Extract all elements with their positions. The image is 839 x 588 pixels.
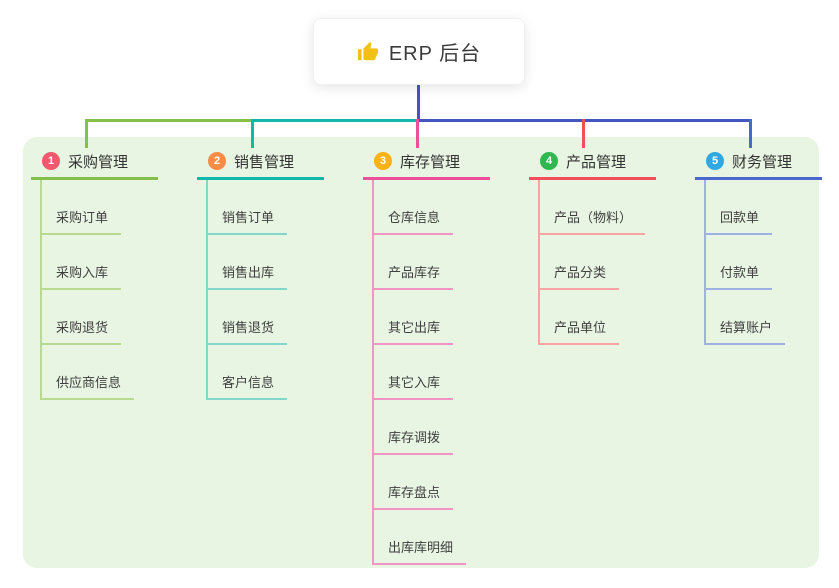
child-node[interactable]: 产品分类: [540, 235, 645, 290]
branch-header[interactable]: 2 销售管理: [197, 148, 324, 180]
branch-label: 产品管理: [566, 153, 627, 171]
branch-sales-management: 2 销售管理 销售订单 销售出库 销售退货 客户信息: [197, 148, 324, 400]
child-label: 销售订单: [208, 207, 288, 235]
child-node[interactable]: 销售出库: [208, 235, 288, 290]
child-label: 供应商信息: [42, 372, 135, 400]
branch-number-badge: 3: [374, 152, 392, 170]
child-label: 产品（物料）: [540, 207, 646, 235]
connector-drop-branch-2: [251, 119, 254, 148]
child-node[interactable]: 采购退货: [42, 290, 134, 345]
child-label: 仓库信息: [374, 207, 454, 235]
connector-drop-branch-1: [85, 119, 88, 148]
child-label: 产品分类: [540, 262, 620, 290]
connector-drop-branch-3: [416, 119, 419, 148]
child-label: 付款单: [706, 262, 773, 290]
connector-drop-branch-4: [582, 119, 585, 148]
child-node[interactable]: 客户信息: [208, 345, 288, 400]
child-node[interactable]: 出库库明细: [374, 510, 467, 565]
mindmap-panel: [23, 137, 819, 568]
child-label: 结算账户: [706, 317, 786, 345]
branch-children: 销售订单 销售出库 销售退货 客户信息: [206, 180, 288, 400]
branch-label: 采购管理: [68, 153, 129, 171]
child-node[interactable]: 产品单位: [540, 290, 645, 345]
branch-children: 产品（物料） 产品分类 产品单位: [538, 180, 646, 345]
child-label: 客户信息: [208, 372, 288, 400]
branch-number-badge: 4: [540, 152, 558, 170]
child-label: 采购入库: [42, 262, 122, 290]
child-label: 采购退货: [42, 317, 122, 345]
branch-number-badge: 1: [42, 152, 60, 170]
branch-header[interactable]: 5 财务管理: [695, 148, 822, 180]
child-node[interactable]: 库存盘点: [374, 455, 466, 510]
child-node[interactable]: 其它入库: [374, 345, 466, 400]
child-label: 出库库明细: [374, 537, 467, 565]
child-node[interactable]: 回款单: [706, 180, 785, 235]
child-label: 库存调拨: [374, 427, 454, 455]
child-label: 销售出库: [208, 262, 288, 290]
connector-bus-segment-2: [253, 119, 417, 122]
child-node[interactable]: 库存调拨: [374, 400, 466, 455]
child-label: 产品单位: [540, 317, 620, 345]
child-node[interactable]: 采购入库: [42, 235, 134, 290]
branch-header[interactable]: 3 库存管理: [363, 148, 490, 180]
child-node[interactable]: 供应商信息: [42, 345, 135, 400]
child-node[interactable]: 其它出库: [374, 290, 466, 345]
branch-children: 回款单 付款单 结算账户: [704, 180, 786, 345]
child-node[interactable]: 销售退货: [208, 290, 288, 345]
branch-label: 库存管理: [400, 153, 461, 171]
child-label: 其它出库: [374, 317, 454, 345]
root-title: ERP 后台: [388, 43, 482, 65]
connector-root-drop: [417, 83, 420, 120]
child-label: 其它入库: [374, 372, 454, 400]
child-label: 回款单: [706, 207, 773, 235]
connector-drop-branch-5: [749, 119, 752, 148]
child-label: 产品库存: [374, 262, 454, 290]
branch-inventory-management: 3 库存管理 仓库信息 产品库存 其它出库 其它入库 库存调拨 库存盘点 出库库…: [363, 148, 490, 565]
branch-number-badge: 5: [706, 152, 724, 170]
child-node[interactable]: 产品库存: [374, 235, 466, 290]
connector-bus-segment-1: [86, 119, 253, 122]
branch-children: 采购订单 采购入库 采购退货 供应商信息: [40, 180, 135, 400]
child-node[interactable]: 仓库信息: [374, 180, 466, 235]
branch-product-management: 4 产品管理 产品（物料） 产品分类 产品单位: [529, 148, 656, 345]
child-node[interactable]: 结算账户: [706, 290, 786, 345]
child-label: 库存盘点: [374, 482, 454, 510]
thumbs-up-icon: [357, 41, 379, 63]
root-node[interactable]: ERP 后台: [313, 18, 525, 85]
branch-purchase-management: 1 采购管理 采购订单 采购入库 采购退货 供应商信息: [31, 148, 158, 400]
branch-finance-management: 5 财务管理 回款单 付款单 结算账户: [695, 148, 822, 345]
branch-label: 销售管理: [234, 153, 295, 171]
child-node[interactable]: 采购订单: [42, 180, 134, 235]
branch-header[interactable]: 4 产品管理: [529, 148, 656, 180]
branch-children: 仓库信息 产品库存 其它出库 其它入库 库存调拨 库存盘点 出库库明细: [372, 180, 467, 565]
child-node[interactable]: 付款单: [706, 235, 785, 290]
branch-label: 财务管理: [732, 153, 793, 171]
child-node[interactable]: 销售订单: [208, 180, 288, 235]
child-label: 采购订单: [42, 207, 122, 235]
child-label: 销售退货: [208, 317, 288, 345]
branch-header[interactable]: 1 采购管理: [31, 148, 158, 180]
child-node[interactable]: 产品（物料）: [540, 180, 646, 235]
branch-number-badge: 2: [208, 152, 226, 170]
